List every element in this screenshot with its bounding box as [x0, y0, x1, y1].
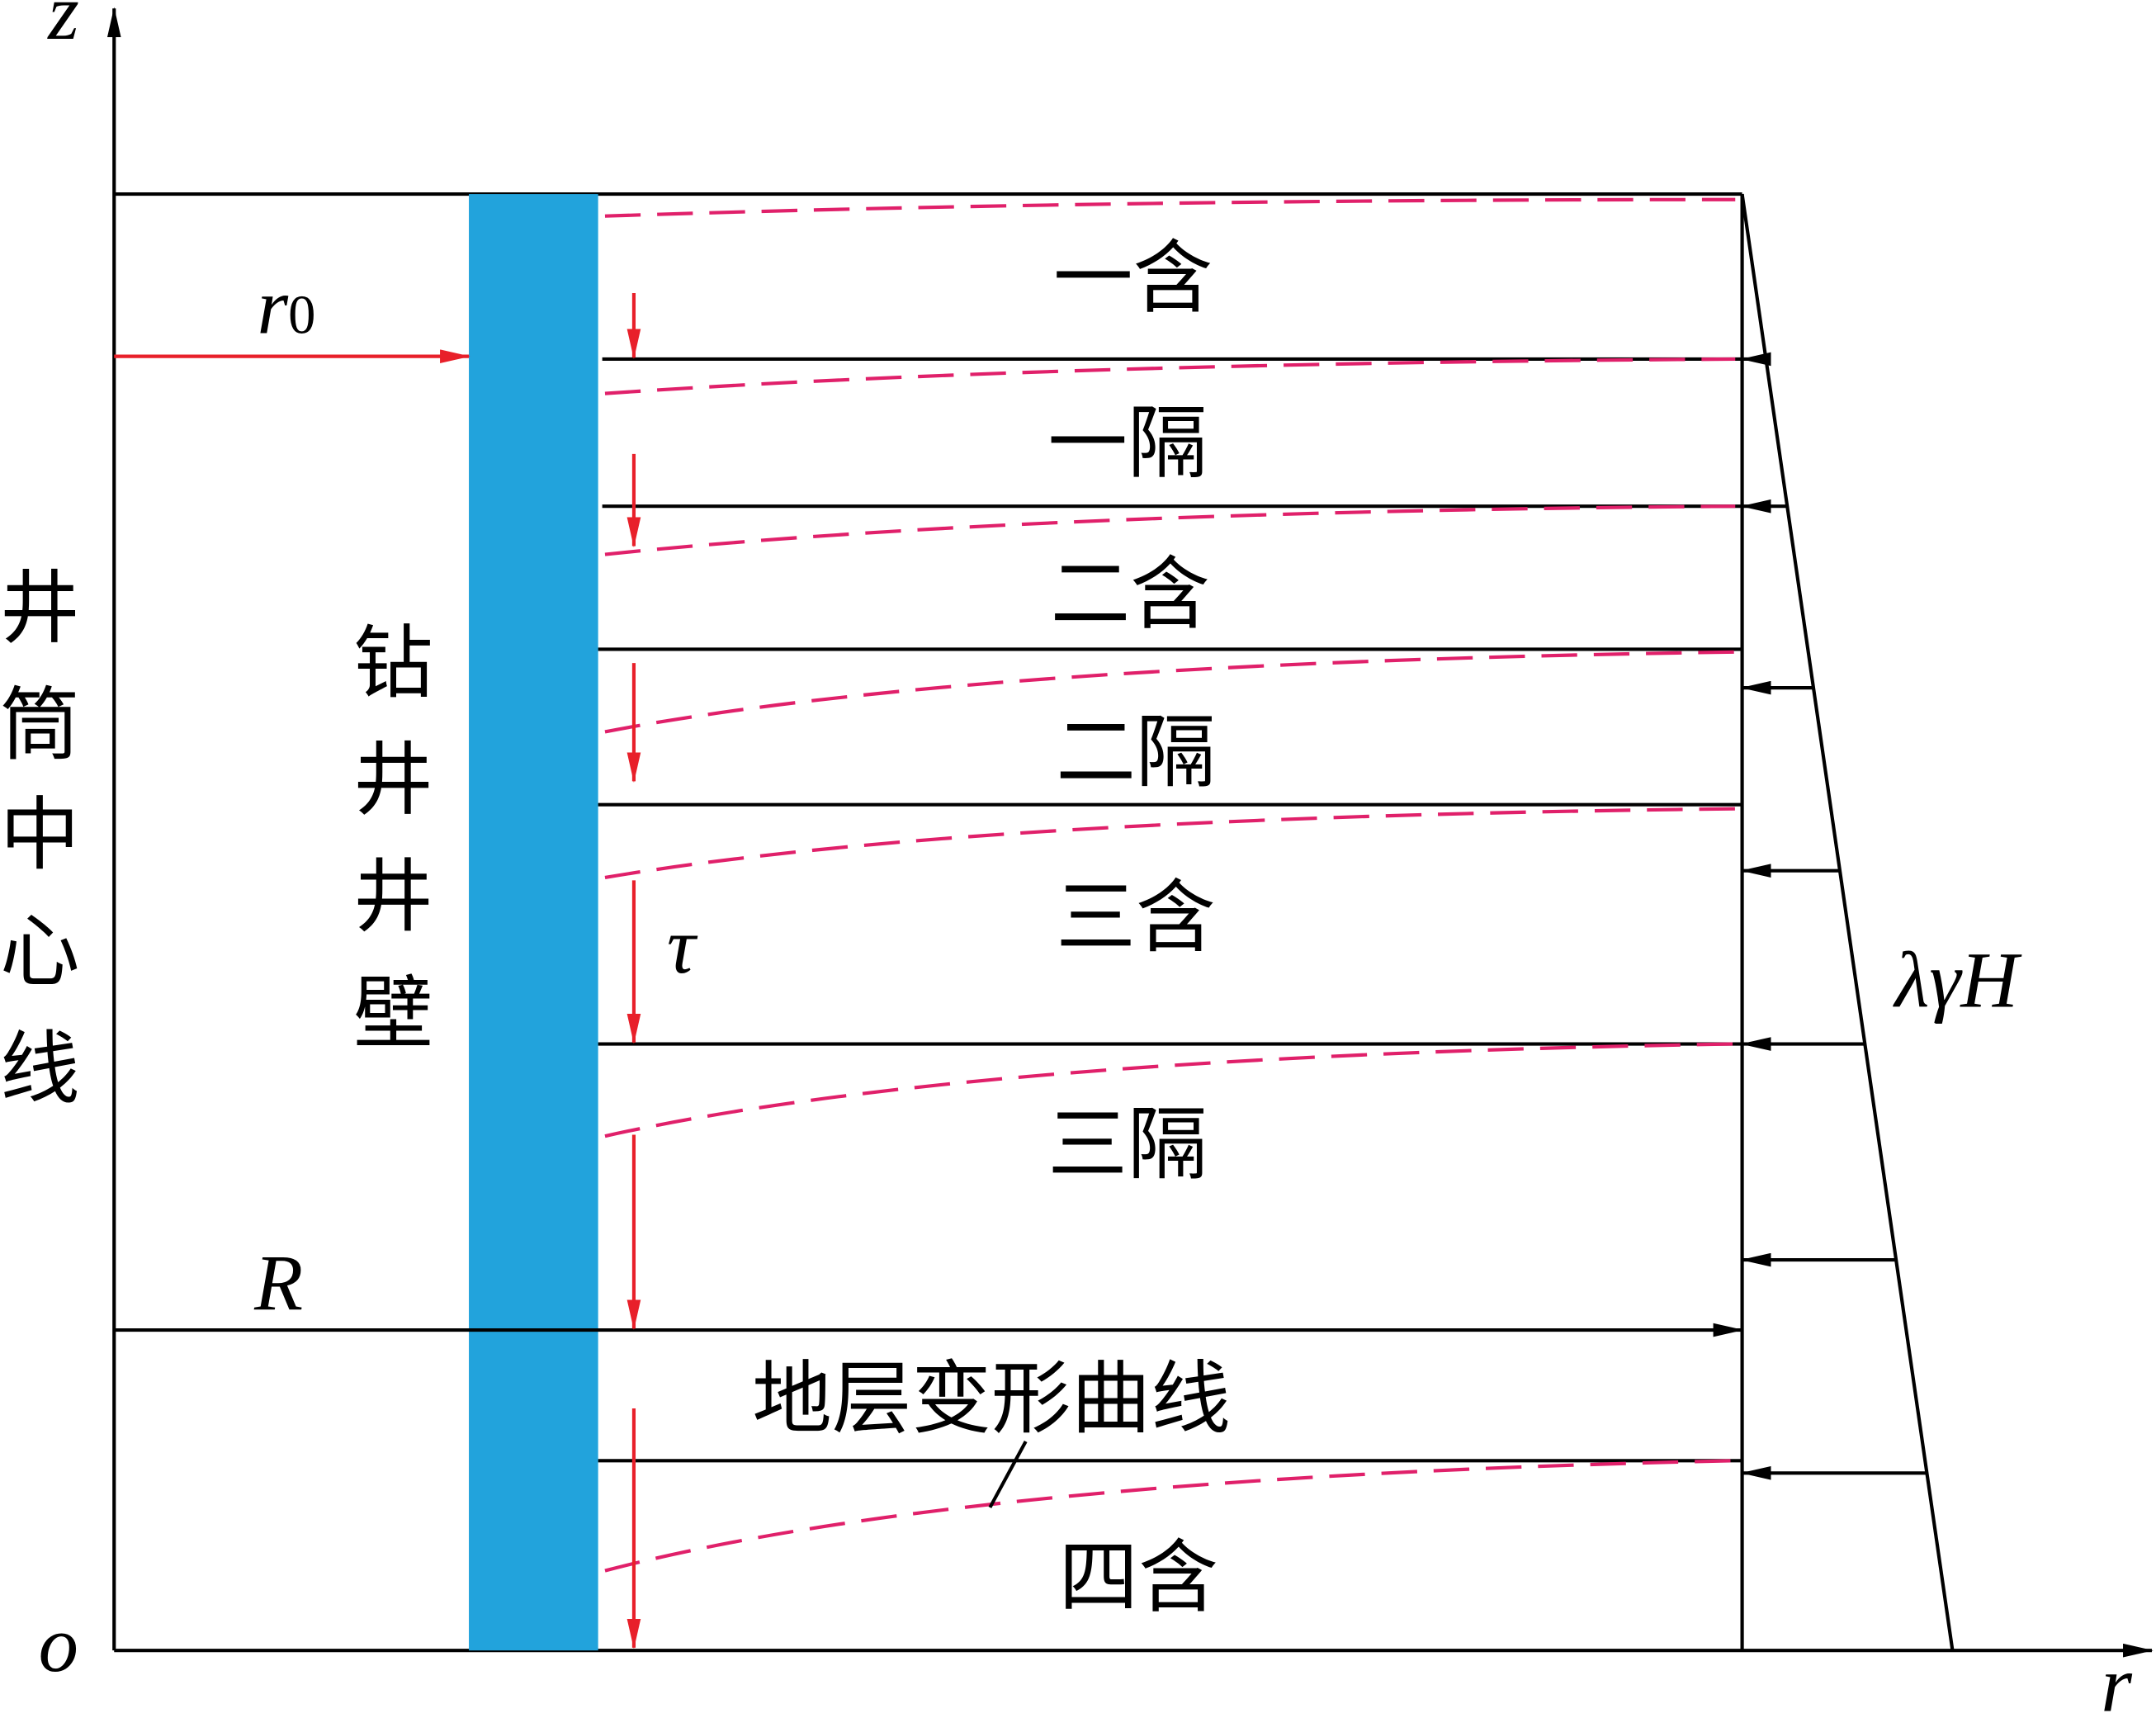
layer-label: 二隔	[1056, 706, 1215, 799]
leader-line	[988, 1440, 1028, 1508]
r0-main: r	[258, 262, 289, 350]
svg-text:钻: 钻	[353, 616, 433, 709]
origin-label: o	[39, 1600, 78, 1688]
svg-text:壁: 壁	[353, 967, 433, 1060]
r0-sub: 0	[288, 285, 315, 345]
svg-text:线: 线	[0, 1022, 80, 1115]
svg-text:筒: 筒	[0, 678, 80, 771]
lateral-pressure-label: λγH	[1892, 936, 2022, 1025]
R-label: R	[253, 1238, 303, 1327]
r-axis-label: r	[2101, 1640, 2132, 1718]
tau-label: τ	[667, 902, 698, 990]
shaft-wall-label: 钻 井 井 壁	[353, 616, 433, 1060]
layer-label: 三含	[1056, 871, 1215, 964]
layer-label: 一含	[1053, 231, 1213, 324]
layer-label: 一隔	[1047, 396, 1207, 490]
deformation-curves	[604, 197, 1736, 1573]
shaft-center-line-label: 井 筒 中 心 线	[0, 561, 80, 1115]
svg-text:井: 井	[353, 850, 433, 944]
r0-label: r0	[258, 262, 316, 350]
svg-text:心: 心	[0, 905, 80, 998]
shaft-wall	[469, 194, 598, 1651]
svg-text:井: 井	[353, 733, 433, 826]
layer-label: 二含	[1051, 547, 1210, 641]
svg-text:井: 井	[0, 561, 80, 655]
svg-text:中: 中	[0, 788, 80, 882]
pressure-envelope	[1740, 193, 1955, 1651]
lateral-pressure-arrows	[1740, 352, 1927, 1480]
deformation-curve-label: 地层变形曲线	[752, 1352, 1231, 1446]
layer-label: 三隔	[1047, 1097, 1207, 1190]
layer-label: 四含	[1059, 1531, 1218, 1624]
z-axis-label: z	[46, 0, 79, 56]
layer-boundaries	[598, 357, 1742, 1463]
